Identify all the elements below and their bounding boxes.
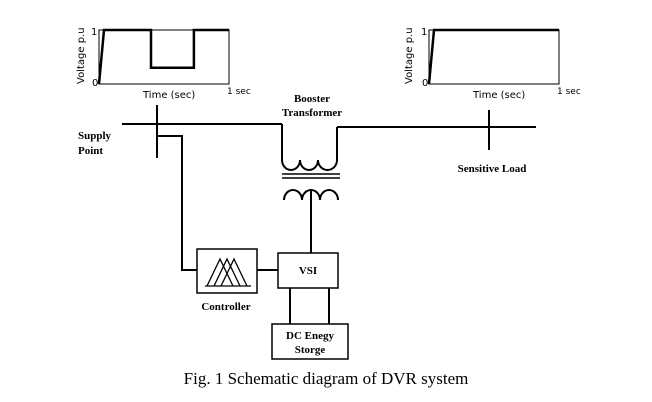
waveform-right-xlabel: Time (sec) <box>472 90 525 101</box>
controller-label: Controller <box>201 301 250 313</box>
waveform-left: Voltage p.u 1 0 Time (sec) 1 sec <box>76 27 251 101</box>
dc-storage-label-line1: DC Enegy <box>286 330 334 342</box>
figure-caption: Fig. 1 Schematic diagram of DVR system <box>184 369 469 388</box>
waveform-left-ylabel: Voltage p.u <box>76 27 87 84</box>
sense-line <box>157 135 197 271</box>
supply-point-label-line1: Supply <box>78 130 112 142</box>
controller-block <box>196 248 258 294</box>
fuzzy-membership-icon <box>205 257 251 287</box>
booster-label-line2: Transformer <box>282 107 342 119</box>
dc-storage-label-line2: Storge <box>295 344 326 356</box>
primary-winding <box>281 159 338 171</box>
waveform-right-y-top: 1 <box>421 27 427 38</box>
waveform-left-frame <box>98 29 230 85</box>
waveform-right-frame <box>428 29 560 85</box>
waveform-left-y-top: 1 <box>91 27 97 38</box>
booster-label-line1: Booster <box>294 93 330 105</box>
vsi-box <box>277 252 339 289</box>
supply-point-label-line2: Point <box>78 145 103 157</box>
waveform-left-trace <box>97 28 229 85</box>
waveform-right: Voltage p.u 1 0 Time (sec) 1 sec <box>404 27 581 101</box>
vsi-label: VSI <box>299 265 317 277</box>
waveform-right-y-bottom: 0 <box>422 78 428 89</box>
waveform-right-trace <box>427 28 559 85</box>
waveform-left-xlabel: Time (sec) <box>142 90 195 101</box>
waveform-left-x-end: 1 sec <box>227 87 251 97</box>
waveform-left-y-bottom: 0 <box>92 78 98 89</box>
waveform-right-x-end: 1 sec <box>557 87 581 97</box>
dc-storage-box <box>271 323 349 360</box>
waveform-right-ylabel: Voltage p.u <box>404 27 415 84</box>
sensitive-load-label: Sensitive Load <box>458 163 527 175</box>
